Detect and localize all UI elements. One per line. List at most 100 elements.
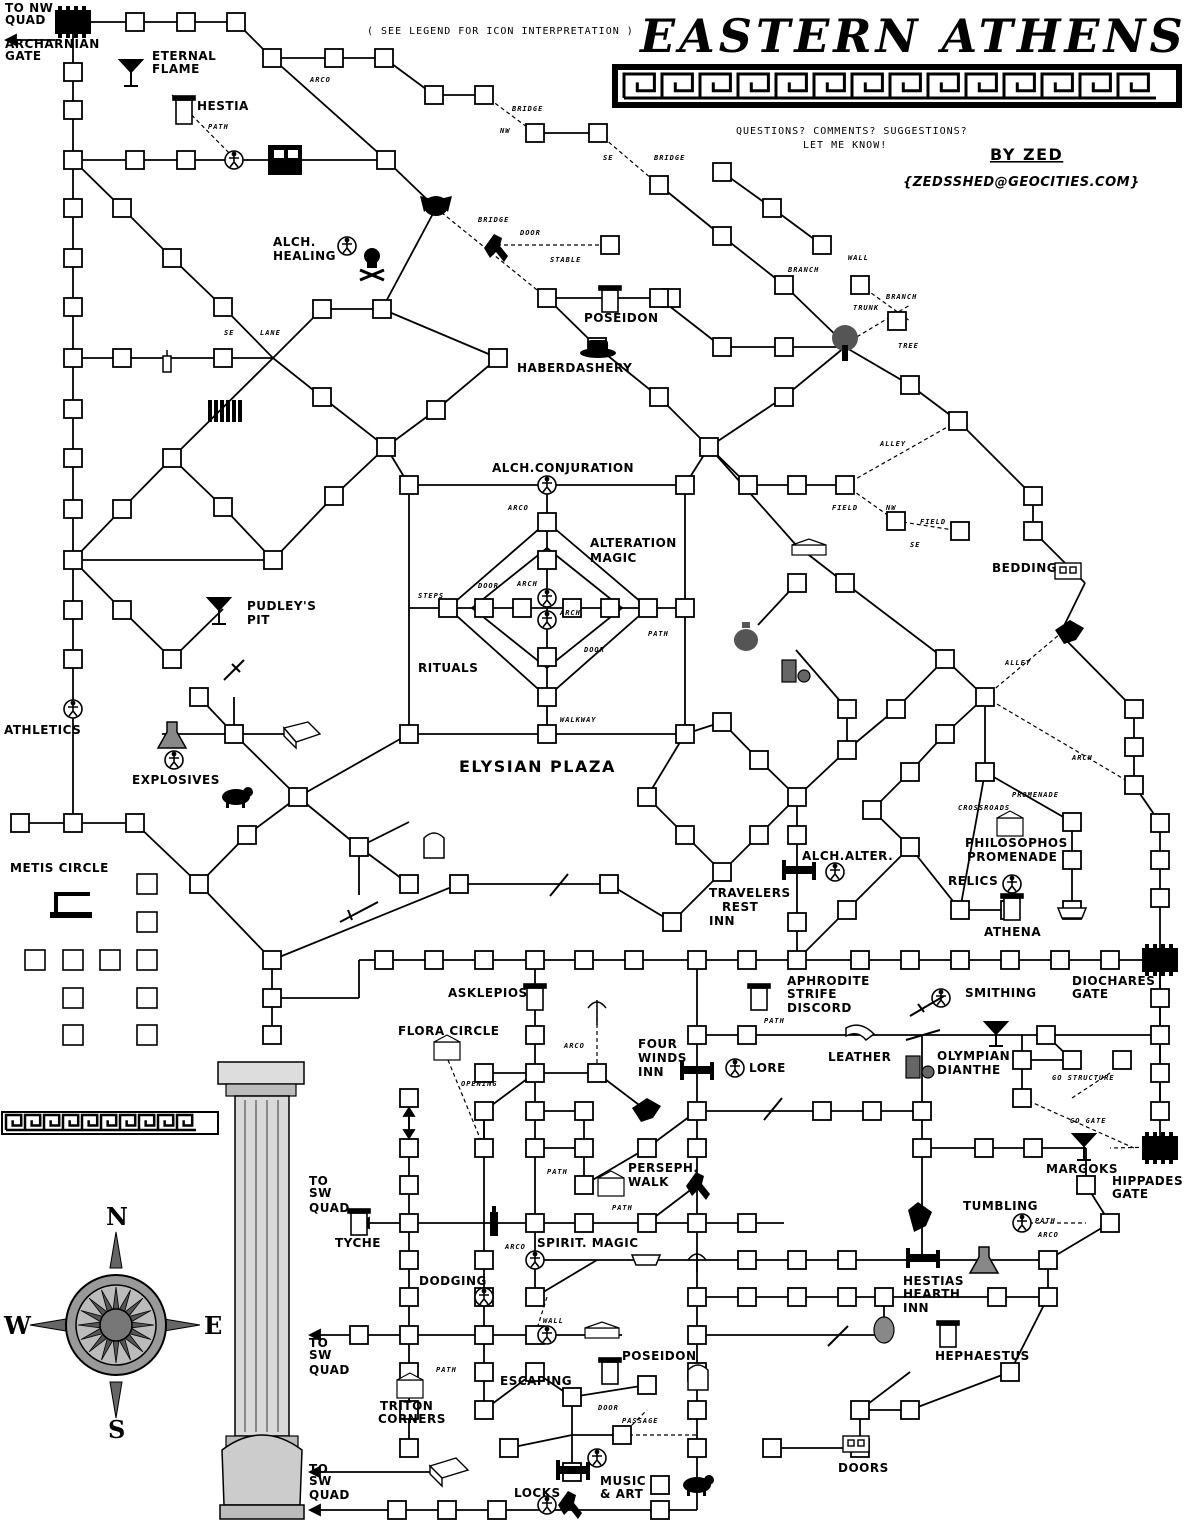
room[interactable] <box>1023 486 1043 506</box>
room[interactable] <box>737 950 757 970</box>
room[interactable] <box>737 1025 757 1045</box>
room[interactable] <box>474 1138 494 1158</box>
room[interactable] <box>862 1101 882 1121</box>
room[interactable] <box>574 1175 594 1195</box>
room[interactable] <box>63 399 83 419</box>
room[interactable] <box>525 123 545 143</box>
room[interactable] <box>624 950 644 970</box>
room[interactable] <box>612 1425 632 1445</box>
room[interactable] <box>837 900 857 920</box>
room[interactable] <box>63 649 83 669</box>
room[interactable] <box>399 874 419 894</box>
room[interactable] <box>737 1287 757 1307</box>
room[interactable] <box>537 687 557 707</box>
room[interactable] <box>738 475 758 495</box>
room[interactable] <box>63 448 83 468</box>
room[interactable] <box>63 62 83 82</box>
room[interactable] <box>474 1063 494 1083</box>
room[interactable] <box>562 1387 582 1407</box>
room[interactable] <box>812 235 832 255</box>
room[interactable] <box>1062 850 1082 870</box>
room[interactable] <box>474 85 494 105</box>
room[interactable] <box>675 598 695 618</box>
metis-room[interactable] <box>136 873 158 895</box>
room[interactable] <box>1050 950 1070 970</box>
room[interactable] <box>787 475 807 495</box>
room[interactable] <box>687 1438 707 1458</box>
room[interactable] <box>288 787 308 807</box>
room[interactable] <box>1150 888 1170 908</box>
room[interactable] <box>900 1400 920 1420</box>
room[interactable] <box>63 297 83 317</box>
metis-room[interactable] <box>136 911 158 933</box>
room[interactable] <box>574 1101 594 1121</box>
room[interactable] <box>1150 988 1170 1008</box>
room[interactable] <box>63 198 83 218</box>
room[interactable] <box>262 1025 282 1045</box>
room[interactable] <box>950 900 970 920</box>
room[interactable] <box>599 874 619 894</box>
room[interactable] <box>1124 699 1144 719</box>
room[interactable] <box>487 1500 507 1520</box>
room[interactable] <box>1000 1362 1020 1382</box>
room[interactable] <box>974 1138 994 1158</box>
room[interactable] <box>474 1362 494 1382</box>
room[interactable] <box>787 787 807 807</box>
room[interactable] <box>687 1400 707 1420</box>
room[interactable] <box>712 712 732 732</box>
room[interactable] <box>887 311 907 331</box>
room[interactable] <box>1012 1088 1032 1108</box>
room[interactable] <box>374 48 394 68</box>
room[interactable] <box>324 48 344 68</box>
room[interactable] <box>1038 1250 1058 1270</box>
room[interactable] <box>537 724 557 744</box>
room[interactable] <box>426 400 446 420</box>
room[interactable] <box>862 800 882 820</box>
room[interactable] <box>835 573 855 593</box>
room[interactable] <box>1150 1025 1170 1045</box>
room[interactable] <box>399 1400 419 1420</box>
room[interactable] <box>712 226 732 246</box>
room[interactable] <box>787 573 807 593</box>
room[interactable] <box>399 724 419 744</box>
room[interactable] <box>699 437 719 457</box>
room[interactable] <box>900 837 920 857</box>
room[interactable] <box>837 1250 857 1270</box>
room[interactable] <box>637 787 657 807</box>
room[interactable] <box>525 950 545 970</box>
room[interactable] <box>1150 813 1170 833</box>
room[interactable] <box>474 1325 494 1345</box>
room[interactable] <box>900 950 920 970</box>
room[interactable] <box>650 1475 670 1495</box>
room[interactable] <box>787 912 807 932</box>
room[interactable] <box>1062 1050 1082 1070</box>
room[interactable] <box>749 825 769 845</box>
room[interactable] <box>349 837 369 857</box>
room[interactable] <box>488 348 508 368</box>
room[interactable] <box>176 12 196 32</box>
room[interactable] <box>1124 775 1144 795</box>
room[interactable] <box>399 1213 419 1233</box>
room[interactable] <box>525 1287 545 1307</box>
room[interactable] <box>637 1138 657 1158</box>
room[interactable] <box>112 499 132 519</box>
room[interactable] <box>912 1138 932 1158</box>
room[interactable] <box>737 1250 757 1270</box>
room[interactable] <box>63 550 83 570</box>
room[interactable] <box>675 724 695 744</box>
room[interactable] <box>112 600 132 620</box>
room[interactable] <box>1023 1138 1043 1158</box>
room[interactable] <box>837 699 857 719</box>
room[interactable] <box>649 175 669 195</box>
room[interactable] <box>774 275 794 295</box>
room[interactable] <box>950 950 970 970</box>
room[interactable] <box>162 448 182 468</box>
room[interactable] <box>1124 737 1144 757</box>
room[interactable] <box>712 337 732 357</box>
room[interactable] <box>125 813 145 833</box>
room[interactable] <box>835 475 855 495</box>
room[interactable] <box>525 1362 545 1382</box>
room[interactable] <box>63 813 83 833</box>
metis-room[interactable] <box>136 1024 158 1046</box>
room[interactable] <box>525 1101 545 1121</box>
